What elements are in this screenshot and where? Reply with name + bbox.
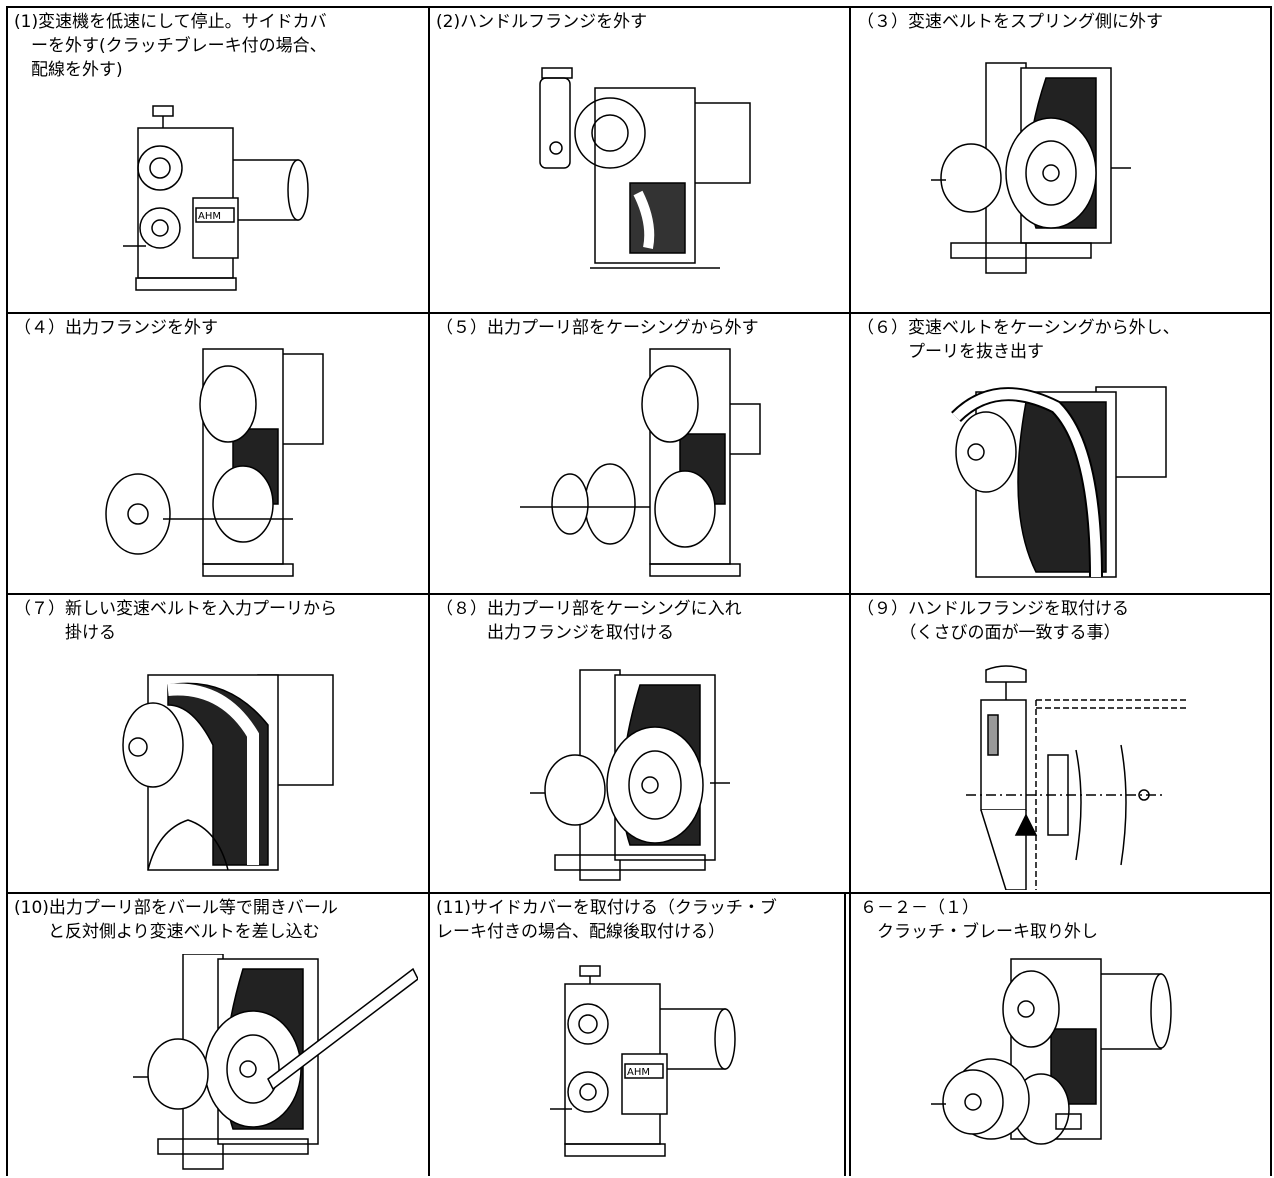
step-4-text: （４）出力フランジを外す: [14, 318, 218, 338]
step-7-text: （７）新しい変速ベルトを入力プーリから 掛ける: [14, 599, 337, 643]
step-8-figure: [525, 665, 745, 890]
step-3-text: （３）変速ベルトをスプリング側に外す: [857, 12, 1163, 32]
step-9-figure: [966, 660, 1196, 890]
step-4-figure: [103, 344, 353, 584]
step-6-figure: [936, 372, 1181, 582]
step-cell-6: （６）変速ベルトをケーシングから外し、 プーリを抜き出す: [851, 314, 1270, 593]
nameplate-text: AHM: [198, 211, 221, 222]
step-cell-3: （３）変速ベルトをスプリング側に外す: [851, 8, 1270, 312]
step-cell-2: (2)ハンドルフランジを外す: [430, 8, 849, 312]
grid-line-row1: [6, 312, 1272, 314]
step-11-figure: AHM: [550, 964, 750, 1174]
grid-line-row2: [6, 593, 1272, 595]
step-5-text: （５）出力プーリ部をケーシングから外す: [436, 318, 759, 338]
step-1-figure: AHM: [118, 98, 328, 308]
step-cell-9: （９）ハンドルフランジを取付ける （くさびの面が一致する事）: [851, 595, 1270, 892]
step-10-figure: [128, 954, 418, 1174]
grid-line-left: [6, 6, 8, 1176]
step-cell-7: （７）新しい変速ベルトを入力プーリから 掛ける: [8, 595, 428, 892]
procedure-grid: (1)変速機を低速にして停止。サイドカバ ーを外す(クラッチブレーキ付の場合、 …: [6, 6, 1272, 1176]
step-cell-8: （８）出力プーリ部をケーシングに入れ 出力フランジを取付ける: [430, 595, 849, 892]
step-11-text: (11)サイドカバーを取付ける（クラッチ・ブ レーキ付きの場合、配線後取付ける）: [436, 898, 777, 942]
grid-line-col2: [849, 6, 851, 1176]
step-1-text: (1)変速機を低速にして停止。サイドカバ ーを外す(クラッチブレーキ付の場合、 …: [14, 12, 327, 80]
step-cell-5: （５）出力プーリ部をケーシングから外す: [430, 314, 849, 593]
step-10-text: (10)出力プーリ部をバール等で開きバール と反対側より変速ベルトを差し込む: [14, 898, 338, 942]
step-5-figure: [510, 344, 770, 584]
nameplate-text-2: AHM: [627, 1067, 650, 1078]
grid-line-top: [6, 6, 1272, 8]
step-9-text: （９）ハンドルフランジを取付ける （くさびの面が一致する事）: [857, 599, 1129, 643]
step-cell-4: （４）出力フランジを外す: [8, 314, 428, 593]
step-cell-10: (10)出力プーリ部をバール等で開きバール と反対側より変速ベルトを差し込む: [8, 894, 428, 1176]
grid-line-right: [1270, 6, 1272, 1176]
step-2-figure: [520, 63, 770, 278]
step-12-figure: [931, 954, 1191, 1164]
step-6-text: （６）変速ベルトをケーシングから外し、 プーリを抜き出す: [857, 318, 1180, 362]
grid-line-row3: [6, 892, 1272, 894]
step-cell-12: ６－２－（１） クラッチ・ブレーキ取り外し: [846, 894, 1270, 1176]
step-7-figure: [108, 665, 338, 875]
step-3-figure: [931, 58, 1141, 283]
step-2-text: (2)ハンドルフランジを外す: [436, 12, 648, 32]
step-12-text: ６－２－（１） クラッチ・ブレーキ取り外し: [860, 898, 1098, 942]
grid-line-col1: [428, 6, 430, 1176]
grid-line-col2b: [844, 894, 846, 1176]
step-cell-11: (11)サイドカバーを取付ける（クラッチ・ブ レーキ付きの場合、配線後取付ける）: [430, 894, 844, 1176]
step-cell-1: (1)変速機を低速にして停止。サイドカバ ーを外す(クラッチブレーキ付の場合、 …: [8, 8, 428, 312]
step-8-text: （８）出力プーリ部をケーシングに入れ 出力フランジを取付ける: [436, 599, 742, 643]
